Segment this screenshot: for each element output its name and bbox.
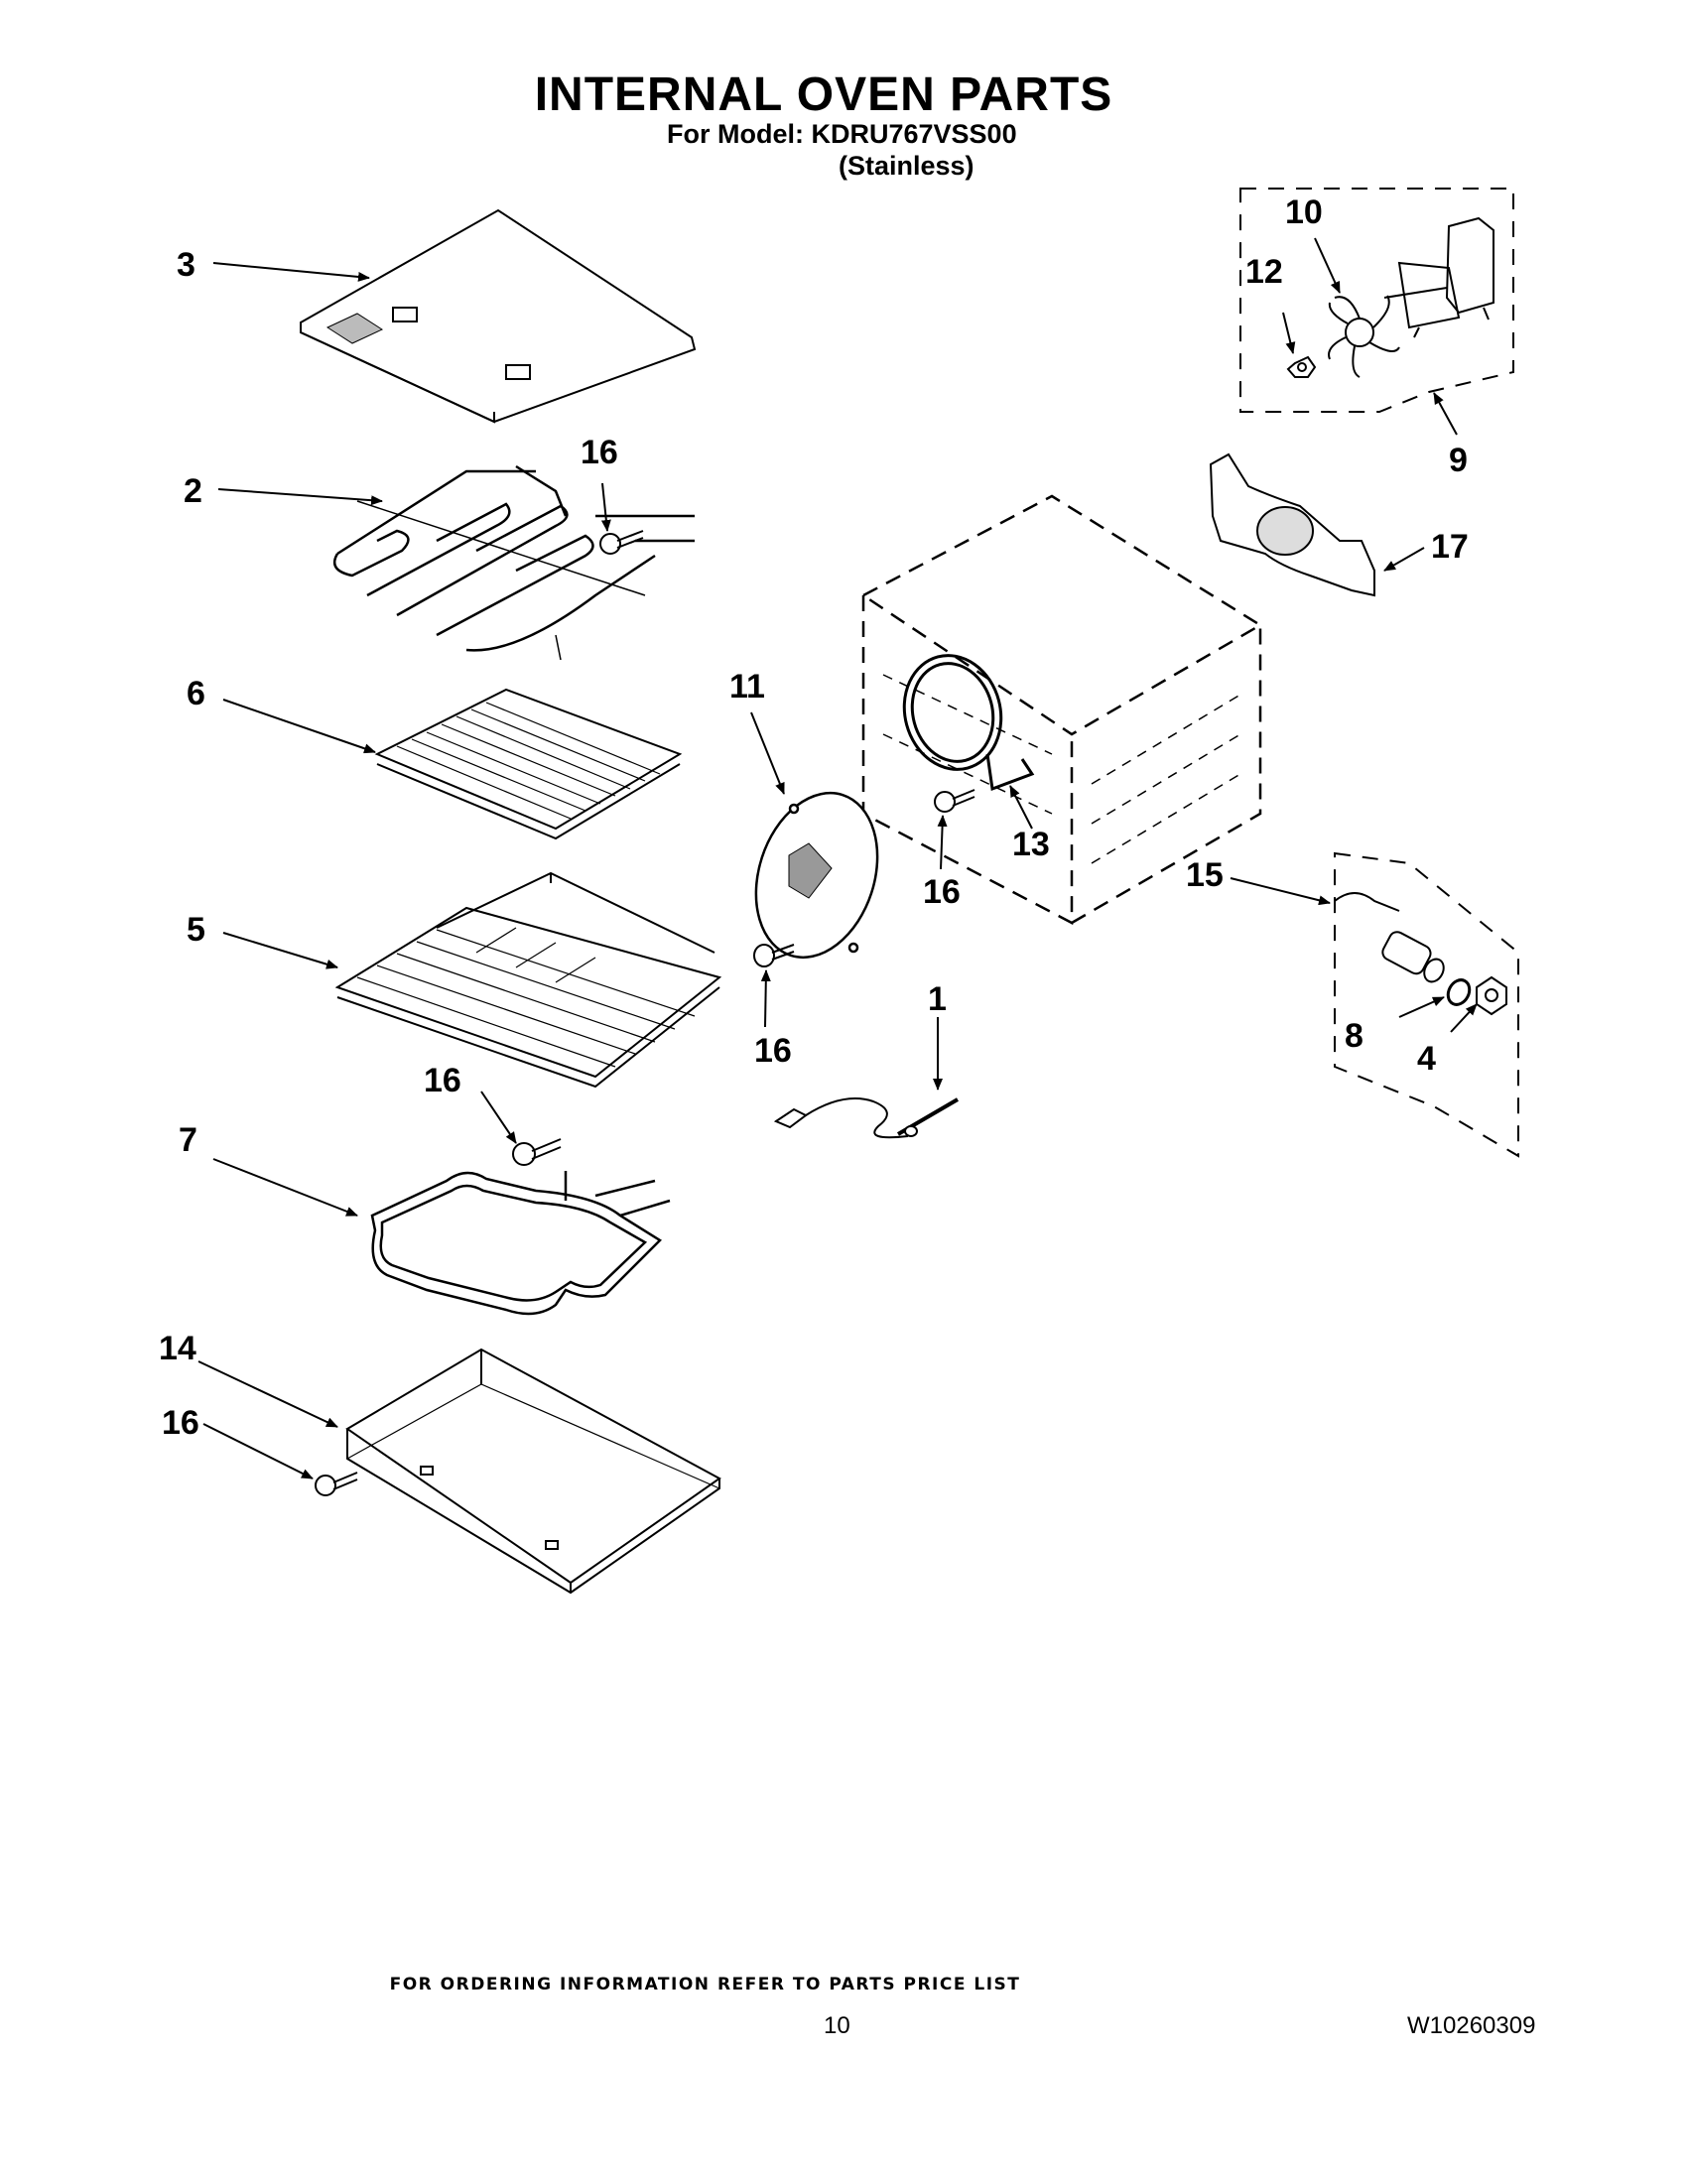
part-2-broil-element — [332, 464, 695, 661]
part-4-lens — [1476, 975, 1507, 1016]
page-number: 10 — [824, 2012, 850, 2039]
part-3-top-panel — [300, 208, 697, 424]
callout-7: 7 — [179, 1121, 197, 1159]
callout-16-c: 16 — [162, 1404, 199, 1442]
callout-15: 15 — [1186, 856, 1224, 894]
ordering-note: FOR ORDERING INFORMATION REFER TO PARTS … — [389, 1975, 1021, 1994]
callout-4: 4 — [1417, 1040, 1436, 1078]
callout-10: 10 — [1285, 193, 1323, 231]
callout-9: 9 — [1449, 442, 1468, 479]
part-13-convection-element — [902, 654, 1035, 792]
callout-5: 5 — [187, 911, 205, 949]
part-16-screw-b — [512, 1138, 562, 1166]
part-16-screw-d — [934, 789, 975, 813]
part-1-meat-probe — [773, 1097, 960, 1139]
part-11-fan-cover — [754, 791, 879, 960]
light-assembly-box — [1334, 851, 1519, 1158]
document-number: W10260309 — [1407, 2012, 1536, 2039]
callout-16-b: 16 — [424, 1062, 461, 1099]
part-7-bake-element — [370, 1171, 671, 1316]
callout-16-e: 16 — [754, 1032, 792, 1070]
callout-3: 3 — [177, 246, 195, 284]
page-title: INTERNAL OVEN PARTS — [534, 68, 1113, 121]
callout-13: 13 — [1012, 826, 1050, 863]
part-16-screw-a — [599, 530, 644, 555]
leader-arrows — [197, 237, 1478, 1479]
part-15-light-socket — [1334, 892, 1445, 983]
part-5-sliding-rack — [334, 871, 722, 1089]
callout-11: 11 — [729, 668, 765, 706]
callout-16-d: 16 — [923, 873, 961, 911]
callout-17: 17 — [1431, 528, 1469, 566]
part-6-oven-rack — [374, 688, 683, 840]
callout-2: 2 — [184, 472, 202, 510]
bracket — [505, 364, 531, 380]
oven-cavity-dashed — [860, 494, 1263, 926]
part-14-tray — [345, 1348, 721, 1595]
model-line: For Model: KDRU767VSS00 — [667, 119, 1017, 149]
fan-motor-assembly-box — [1239, 188, 1514, 413]
callout-8: 8 — [1345, 1017, 1363, 1055]
callout-12: 12 — [1245, 253, 1283, 291]
callout-16-a: 16 — [581, 434, 618, 471]
callout-labels: 1 2 3 4 5 6 7 8 9 10 11 12 13 14 15 16 1… — [159, 193, 1469, 1442]
callout-1: 1 — [928, 980, 947, 1018]
callout-6: 6 — [187, 675, 205, 712]
part-8-gasket — [1446, 978, 1472, 1006]
part-16-screw-e — [753, 944, 795, 967]
callout-14: 14 — [159, 1330, 196, 1367]
bracket — [392, 307, 418, 322]
part-12-nut — [1286, 355, 1317, 378]
vent-grille — [325, 313, 384, 344]
part-16-screw-c — [315, 1472, 358, 1496]
part-17-fan-baffle — [1209, 452, 1375, 597]
part-10-fan-blade — [1328, 295, 1400, 378]
finish-label: (Stainless) — [839, 151, 974, 181]
part-9-fan-motor — [1383, 216, 1494, 338]
